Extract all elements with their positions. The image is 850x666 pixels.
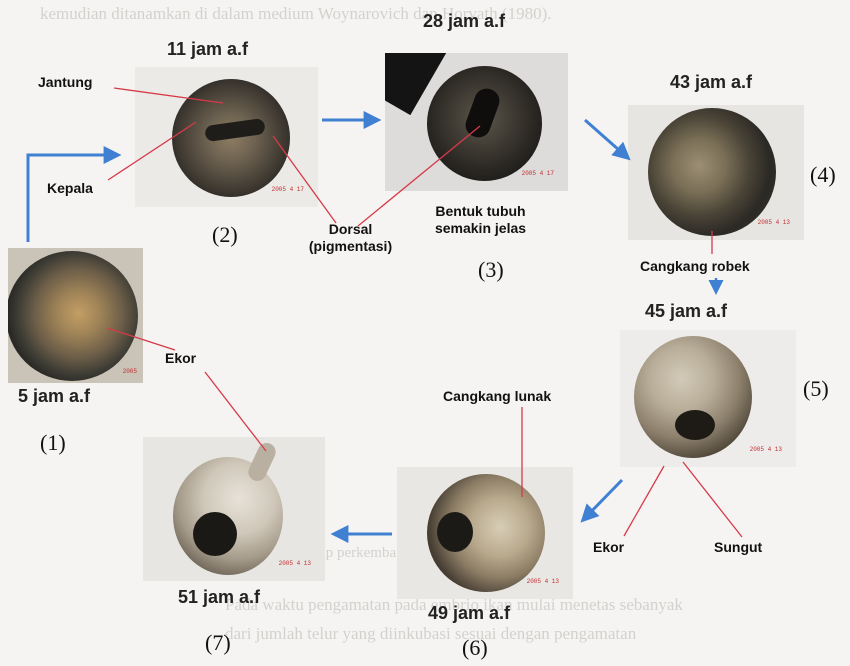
label-bentuk-line2: semakin jelas [418,220,543,237]
label-ekor-1: Ekor [165,350,196,367]
label-sungut: Sungut [714,539,762,556]
label-kepala: Kepala [47,180,93,197]
label-bentuk-line1: Bentuk tubuh [418,203,543,220]
stage-6-number: (6) [462,635,488,661]
stage-4-time-label: 43 jam a.f [670,72,752,93]
pointer-kepala [108,122,196,180]
stage-5-number: (5) [803,376,829,402]
stage-7-time-label: 51 jam a.f [178,587,260,608]
stage-4-number: (4) [810,162,836,188]
stage-2-number: (2) [212,222,238,248]
pointer-jantung [114,88,223,103]
label-dorsal: Dorsal (pigmentasi) [298,221,403,255]
stage-7-number: (7) [205,630,231,656]
label-bentuk-tubuh: Bentuk tubuh semakin jelas [418,203,543,237]
stage-5-time-label: 45 jam a.f [645,301,727,322]
label-jantung: Jantung [38,74,92,91]
stage-1-number: (1) [40,430,66,456]
stage-1-time-label: 5 jam a.f [18,386,90,407]
stage-3-number: (3) [478,257,504,283]
pointer-ekor-7 [205,372,266,451]
flow-arrow-1-to-2 [28,155,118,242]
stage-2-time-label: 11 jam a.f [167,39,248,60]
label-ekor-5: Ekor [593,539,624,556]
pointer-ekor-1 [107,328,175,350]
label-dorsal-line2: (pigmentasi) [298,238,403,255]
stage-6-time-label: 49 jam a.f [428,603,510,624]
flow-arrow-5-to-6 [583,480,622,520]
pointer-dorsal-2 [273,136,336,223]
label-cangkang-robek: Cangkang robek [640,258,750,275]
pointer-sungut [683,462,742,537]
label-dorsal-line1: Dorsal [298,221,403,238]
pointer-ekor-5 [624,466,664,536]
stage-3-time-label: 28 jam a.f [423,11,505,32]
label-cangkang-lunak: Cangkang lunak [443,388,551,405]
flow-arrow-3-to-4 [585,120,628,158]
